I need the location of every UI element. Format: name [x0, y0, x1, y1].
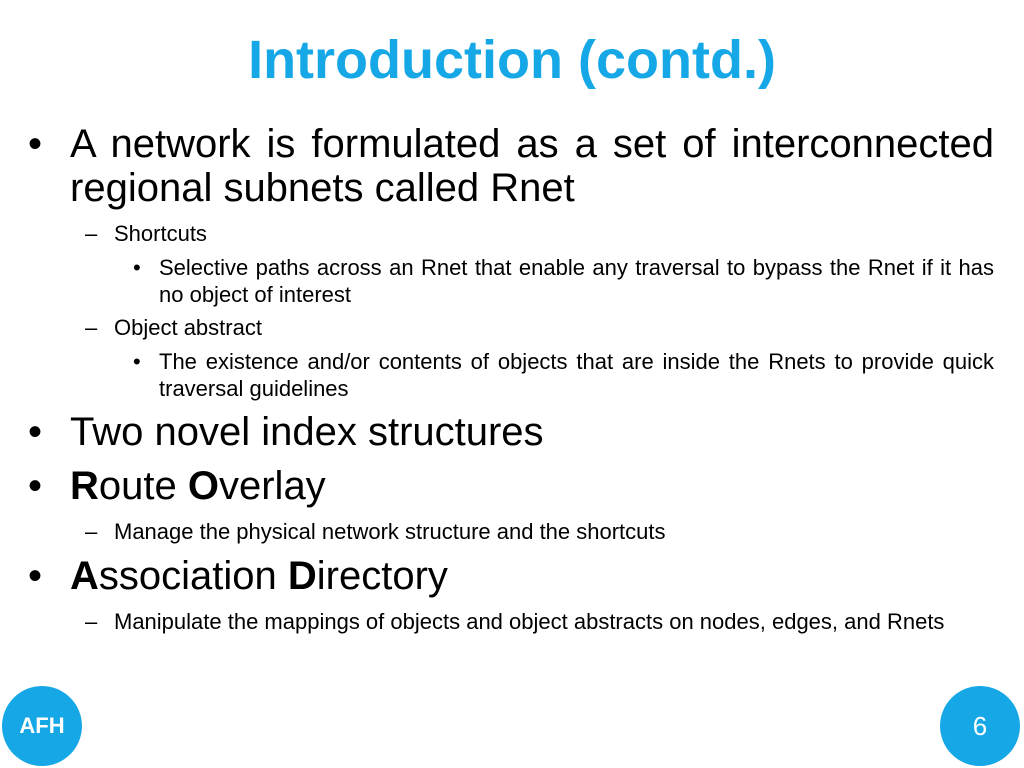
bullet-network-definition: • A network is formulated as a set of in…	[28, 122, 994, 210]
dash-icon: –	[85, 315, 98, 340]
bullet-icon: •	[28, 410, 43, 454]
logo-text: AFH	[19, 713, 65, 738]
sub-bullet-association-directory: – Manipulate the mappings of objects and…	[85, 608, 994, 636]
bullet-index-structures: • Two novel index structures	[28, 410, 994, 454]
slide-content: • A network is formulated as a set of in…	[28, 122, 994, 642]
sub-bullet-text: Shortcuts	[114, 221, 207, 246]
bullet-icon: •	[133, 349, 141, 374]
sub-bullet-text: Manipulate the mappings of objects and o…	[114, 609, 945, 634]
dash-icon: –	[85, 519, 98, 544]
dash-icon: –	[85, 221, 98, 246]
sub-bullet-text: Manage the physical network structure an…	[114, 519, 666, 544]
sub-bullet-shortcuts: – Shortcuts	[85, 220, 994, 248]
afh-logo-badge: AFH	[2, 686, 82, 766]
page-number: 6	[972, 710, 988, 741]
word-rest: ssociation	[98, 554, 288, 598]
bullet-icon: •	[133, 255, 141, 280]
bullet-icon: •	[28, 122, 43, 166]
bullet-text: A network is formulated as a set of inte…	[70, 122, 994, 210]
bullet-route-overlay: • Route Overlay	[28, 464, 994, 508]
word-rest: irectory	[316, 554, 448, 598]
dash-icon: –	[85, 609, 98, 634]
sub-bullet-text: Object abstract	[114, 315, 262, 340]
detail-shortcuts: • Selective paths across an Rnet that en…	[133, 254, 994, 308]
word-rest: oute	[98, 464, 188, 508]
page-number-badge: 6	[940, 686, 1020, 766]
initial-letter: O	[187, 464, 219, 508]
detail-text: Selective paths across an Rnet that enab…	[159, 255, 994, 307]
detail-text: The existence and/or contents of objects…	[159, 349, 994, 401]
bullet-text: Two novel index structures	[70, 410, 544, 454]
sub-bullet-object-abstract: – Object abstract	[85, 314, 994, 342]
sub-bullet-route-overlay: – Manage the physical network structure …	[85, 518, 994, 546]
word-rest: verlay	[218, 464, 326, 508]
bullet-icon: •	[28, 464, 43, 508]
initial-letter: R	[70, 464, 99, 508]
detail-object-abstract: • The existence and/or contents of objec…	[133, 348, 994, 402]
initial-letter: D	[287, 554, 317, 598]
bullet-association-directory: • Association Directory	[28, 554, 994, 598]
initial-letter: A	[70, 554, 99, 598]
bullet-icon: •	[28, 554, 43, 598]
slide-title: Introduction (contd.)	[248, 30, 776, 90]
